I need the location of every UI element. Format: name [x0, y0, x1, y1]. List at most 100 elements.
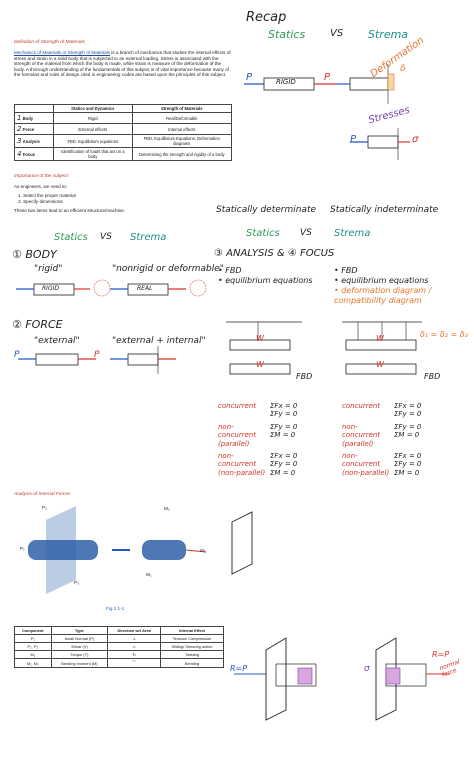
- row-label-cell: 4 Focus: [13, 147, 55, 161]
- table-cell: Shear (V): [50, 642, 109, 651]
- stress-element: [385, 667, 401, 685]
- definition-paragraph: Mechanics of Materials or Strength of Ma…: [14, 50, 232, 78]
- left-plane: [265, 637, 287, 721]
- eq-line: ΣFy = 0: [270, 410, 298, 419]
- determinacy-statics: Statics: [246, 228, 280, 239]
- table-row: M₁ Torque (T) ↻ Twisting: [14, 650, 225, 659]
- eq-line: ΣM = 0: [270, 431, 296, 440]
- table-cell: Determining the strength and rigidity of…: [131, 147, 233, 161]
- force-diagram: [18, 346, 176, 374]
- analysis-item: • deformation diagram / compatibility di…: [334, 286, 432, 305]
- label-m2: M₂: [164, 506, 170, 511]
- eq-line: ΣFx = 0: [394, 452, 422, 461]
- body-statics: Statics: [54, 232, 88, 243]
- table-header: Component: [14, 626, 52, 635]
- recap-sigma: σ: [412, 134, 419, 145]
- body-strema: Strema: [130, 232, 167, 243]
- eq-line: ΣM = 0: [394, 468, 420, 477]
- table-cell: Identification of loads that act on a bo…: [53, 147, 133, 161]
- real-label: REAL: [137, 285, 153, 292]
- weight-label: W: [376, 334, 384, 343]
- row-label: Body: [22, 116, 34, 121]
- table-header: Strength of Materials: [131, 104, 233, 113]
- body-vs: VS: [100, 232, 112, 242]
- analysis-item: • equilibrium equations: [334, 276, 429, 285]
- importance-item: 2. Specify dimensions: [18, 199, 63, 204]
- direction-icon: ═: [107, 642, 161, 651]
- rigid-bar-label: RIGID: [276, 78, 296, 86]
- row-number: 1: [17, 114, 22, 122]
- eq-line: ΣFx = 0: [394, 402, 422, 410]
- table-header: Type: [50, 626, 109, 635]
- external-quote: "external": [34, 336, 80, 346]
- cylinder-left: [28, 540, 98, 560]
- r-equals-p-left: R=P: [230, 664, 248, 673]
- eq-line: ΣM = 0: [270, 468, 296, 477]
- fbd-diagrams: [226, 321, 422, 375]
- row-label-cell: 2 Force: [13, 123, 55, 135]
- table-cell: Rigid: [53, 112, 133, 124]
- determinacy-vs: VS: [300, 228, 312, 238]
- rigid-quote: "rigid": [34, 264, 63, 274]
- recap-diagram: [244, 64, 410, 160]
- weight-label: W: [376, 360, 384, 369]
- recap-stress-p: P: [350, 134, 357, 145]
- statically-indeterminate: Statically indeterminate: [330, 205, 439, 215]
- importance-title: Importance of the subject: [14, 174, 68, 179]
- importance-item: 1. Select the proper material: [18, 193, 76, 198]
- stress-sigma: σ: [364, 664, 370, 674]
- bending-icon: ⌒: [107, 658, 161, 668]
- stress-bar: [367, 135, 399, 149]
- recap-title: Recap: [246, 10, 287, 25]
- elongation-marker: [387, 73, 395, 91]
- eq-tag: non-concurrent (parallel): [218, 422, 257, 448]
- table-cell: Tension/ Compression: [159, 634, 225, 643]
- body-diagram: [16, 279, 207, 297]
- table-header: Statics and Dynamics: [53, 104, 133, 113]
- figure-caption: Fig 1.1-1: [106, 606, 125, 611]
- row-label: Focus: [22, 152, 35, 157]
- table-row: P₁ Axial/ Normal (P) ⊥ Tension/ Compress…: [14, 634, 225, 643]
- analysis-item: • FBD: [334, 266, 358, 275]
- analysis-item: • equilibrium equations: [218, 276, 313, 285]
- eq-line: ΣFx = 0: [270, 402, 298, 410]
- definition-title: Definition of Strength of Materials: [14, 40, 85, 45]
- direction-icon: ⊥: [107, 634, 161, 643]
- deform-burst: [93, 279, 111, 297]
- beam-right: [345, 339, 417, 351]
- external-bar: [35, 353, 79, 366]
- table-cell: Real/Deformable: [131, 112, 233, 124]
- row-label: Force: [22, 127, 35, 132]
- row-number: 4: [17, 150, 22, 158]
- fbd-label: FBD: [296, 372, 313, 381]
- analysis-right-list: • FBD • equilibrium equations • deformat…: [334, 266, 464, 306]
- table-row: 4 Focus Identification of loads that act…: [13, 147, 233, 161]
- force-p-right: P: [94, 350, 100, 360]
- delta-equality: δ₁ = δ₂ = δ₃: [420, 330, 468, 339]
- recap-delta: δ: [400, 64, 406, 74]
- fbd-beam-left: [229, 363, 291, 375]
- definition-body: is a branch of mechanics that studies th…: [14, 50, 231, 78]
- table-cell: Bending: [159, 658, 225, 668]
- table-header-row: Statics and Dynamics Strength of Materia…: [13, 104, 233, 113]
- definition-lead: Mechanics of Materials or Strength of Ma…: [14, 50, 110, 55]
- eq-line: ΣFx = 0: [270, 452, 298, 461]
- eq-line: ΣFy = 0: [394, 460, 422, 469]
- table-row: P₂, P₃ Shear (V) ═ Sliding/ Shearing act…: [14, 642, 225, 651]
- cylinder-right: [142, 540, 186, 560]
- table-cell: Sliding/ Shearing action: [159, 642, 225, 651]
- table-cell: P₁: [14, 634, 52, 643]
- force-heading: ② FORCE: [12, 318, 63, 331]
- recap-p-left: P: [246, 72, 253, 83]
- label-p2: P₂: [42, 505, 47, 510]
- table-row: 3 Analysis FBD, Equilibrium equations FB…: [13, 134, 233, 148]
- recap-p-right: P: [324, 72, 331, 83]
- row-number: 3: [17, 137, 22, 145]
- m-arrow: [185, 549, 207, 553]
- importance-intro: As engineers, we need to:: [14, 184, 68, 189]
- eq-tag: non-concurrent (non-parallel): [218, 452, 266, 477]
